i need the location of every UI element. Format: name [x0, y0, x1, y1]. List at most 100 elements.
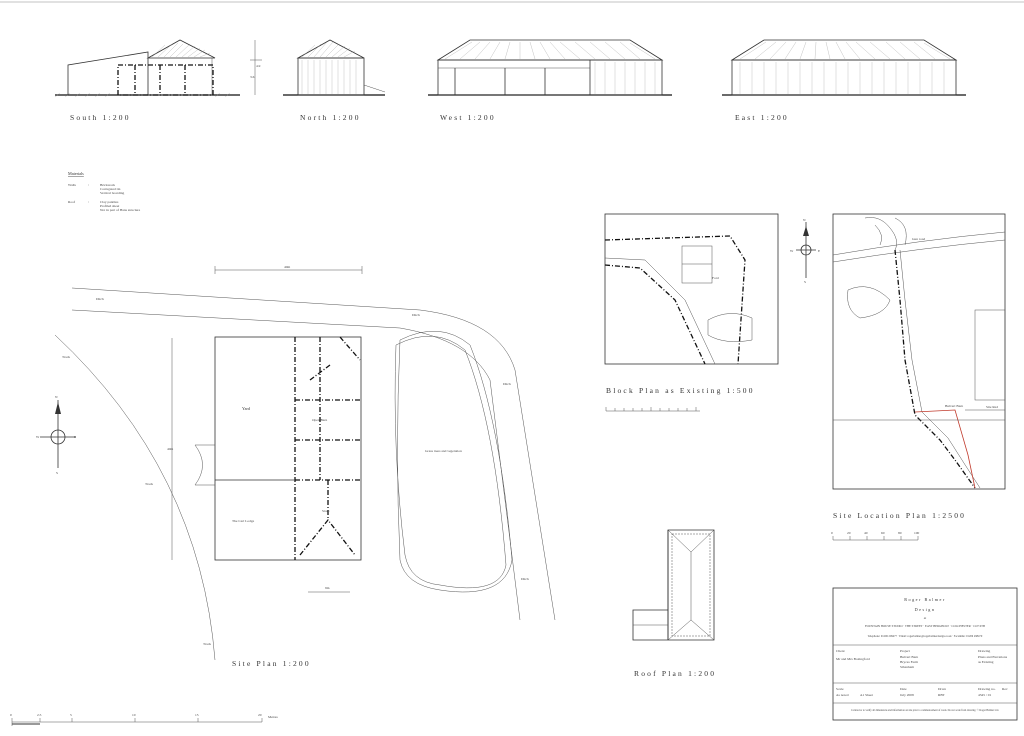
site-location-scale-bar: 0 20 40 60 80 100 — [831, 531, 920, 541]
label-grass: Grass trees and vegetation — [425, 449, 462, 453]
south-elevation: 3.6 4.9 — [54, 39, 262, 98]
svg-text::: : — [88, 200, 89, 204]
svg-text:S: S — [56, 471, 58, 475]
label-ditch-right: Ditch — [503, 382, 511, 386]
east-elevation — [722, 39, 966, 96]
site-location-site-label: Site Red — [986, 405, 998, 409]
svg-text:Drawing: Drawing — [978, 649, 990, 653]
roof-plan — [632, 529, 715, 641]
svg-text:July 2008: July 2008 — [900, 693, 914, 697]
roof-plan-caption: Roof Plan 1:200 — [634, 669, 716, 678]
label-open-barn: Open Barn — [312, 418, 328, 422]
site-plan-caption: Site Plan 1:200 — [232, 659, 311, 668]
east-elevation-caption: East 1:200 — [735, 113, 789, 122]
title-block-frame — [832, 587, 1018, 721]
svg-text:N: N — [55, 395, 58, 399]
company-subtitle: Design — [915, 607, 936, 612]
svg-text:Client: Client — [836, 649, 845, 653]
svg-text::: : — [88, 183, 89, 187]
label-track-bottom: Track — [203, 642, 211, 646]
svg-text:Bulvert Barn: Bulvert Barn — [900, 655, 918, 659]
svg-text:Plans and Elevations: Plans and Elevations — [978, 655, 1008, 659]
svg-text:5: 5 — [70, 713, 72, 717]
label-cart-lodge: The Cart Lodge — [232, 519, 255, 523]
block-plan-caption: Block Plan as Existing 1:500 — [606, 386, 755, 395]
svg-text:E: E — [74, 435, 76, 439]
svg-text:0: 0 — [831, 531, 833, 535]
label-store: Store — [322, 509, 330, 513]
svg-text:20: 20 — [258, 713, 262, 717]
site-location-frame — [832, 213, 1006, 490]
svg-text:W: W — [36, 435, 40, 439]
svg-text:Drawing no.: Drawing no. — [978, 687, 996, 691]
svg-text:A1 Sheet: A1 Sheet — [860, 693, 873, 697]
site-boundary-red — [914, 409, 976, 489]
west-elevation-caption: West 1:200 — [440, 113, 496, 122]
company-contact: Telephone: 01206 299477 · Email: rogerba… — [868, 635, 983, 638]
site-plan-north-arrow: N S E W — [36, 395, 76, 475]
svg-text:20: 20 — [847, 531, 851, 535]
company-name: Roger Balmer — [904, 597, 946, 602]
roof-item-3: Not in part of Hans structure — [100, 208, 141, 212]
road-edge-outer — [71, 287, 556, 621]
svg-text:60: 60 — [881, 531, 885, 535]
svg-text:Project: Project — [900, 649, 910, 653]
block-plan-label: Ford — [712, 276, 719, 280]
site-location-road-label: Gun road — [912, 237, 925, 241]
grass-area-outline — [397, 330, 513, 593]
svg-text:as Existing: as Existing — [978, 660, 994, 664]
block-plan-frame — [604, 213, 779, 365]
label-track-left: Track — [62, 355, 70, 359]
svg-text:40: 40 — [864, 531, 868, 535]
site-location-north-arrow: N S E W — [790, 218, 820, 284]
svg-text:Date: Date — [900, 687, 907, 691]
svg-text:Bryces Farm: Bryces Farm — [900, 660, 918, 664]
site-location-caption: Site Location Plan 1:2500 — [833, 511, 966, 520]
label-ditch-bottom: Ditch — [521, 577, 529, 581]
materials-heading: Materials — [68, 171, 84, 176]
walls-item-1: Brickwork — [100, 183, 115, 187]
north-elevation-caption: North 1:200 — [300, 113, 361, 122]
site-location-plan: Bulvert Barn Site Red Gun road — [832, 213, 1006, 490]
walls-label: Walls — [68, 183, 77, 187]
site-location-barn-label: Bulvert Barn — [945, 404, 963, 408]
svg-text:4345 / 01: 4345 / 01 — [978, 693, 991, 697]
svg-text:S: S — [804, 280, 806, 284]
materials-legend: Materials Walls : Brickwork Corrugated t… — [68, 171, 141, 212]
walls-item-2: Corrugated tin — [100, 187, 121, 191]
north-elevation — [283, 39, 386, 96]
svg-text:4.9: 4.9 — [256, 64, 261, 68]
dimension-side: 40m — [167, 447, 174, 451]
svg-text:N: N — [803, 218, 806, 222]
building-outline — [214, 336, 362, 561]
company-address: FOUNTAIN HOUSE STUDIO · THE STREET · EAS… — [865, 624, 985, 628]
svg-text:Rev: Rev — [1002, 687, 1008, 691]
block-plan-scale-bar — [605, 407, 700, 412]
south-elevation-caption: South 1:200 — [70, 113, 131, 122]
svg-text:100: 100 — [914, 531, 920, 535]
title-block-footer: Contractor to verify all dimensions and … — [851, 709, 999, 712]
block-plan: Ford — [604, 213, 779, 365]
client-value: Mr and Mrs Boxingford — [836, 657, 870, 661]
label-yard: Yard — [242, 406, 251, 411]
west-elevation — [428, 39, 672, 96]
svg-text:0: 0 — [10, 713, 12, 717]
svg-text:10: 10 — [132, 713, 136, 717]
svg-text:Scale: Scale — [836, 687, 844, 691]
label-ditch-top: Ditch — [96, 297, 104, 301]
svg-text:As noted: As noted — [836, 693, 849, 697]
svg-text:Metres: Metres — [268, 715, 278, 719]
label-ditch-top2: Ditch — [412, 313, 420, 317]
svg-text:Drwn: Drwn — [938, 687, 946, 691]
svg-text:E: E — [818, 249, 820, 253]
svg-text:Sibanham: Sibanham — [900, 665, 914, 669]
svg-text:2.5: 2.5 — [37, 713, 42, 717]
roof-label: Roof — [68, 200, 76, 204]
svg-text:RBT: RBT — [938, 693, 946, 697]
site-plan: 40m Ditch Ditch Ditch Ditch Track Track … — [36, 265, 556, 661]
title-block: Roger Balmer Design at FOUNTAIN HOUSE ST… — [832, 587, 1018, 721]
svg-text:at: at — [924, 616, 927, 620]
dimension-bottom: 9m — [325, 586, 330, 590]
roof-item-1: Clay pantiles — [100, 200, 119, 204]
